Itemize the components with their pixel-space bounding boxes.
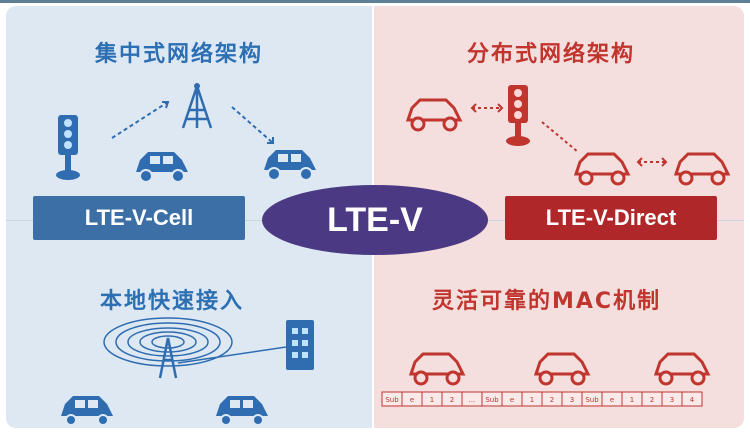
mac-frame-label: e [510,396,514,404]
bidirectional-arrow-icon [541,121,579,153]
car-icon [216,396,268,426]
mac-frame-label: Sub [385,396,399,404]
server-icon [286,320,314,370]
bidirectional-arrow-icon [470,103,504,113]
mac-frame-label: 2 [450,396,454,404]
title-mac-mechanism: 灵活可靠的MAC机制 [432,289,662,314]
antenna-icon [158,337,178,379]
mac-frame-label: 3 [570,396,574,404]
badge-lte-v-cell: LTE-V-Cell [33,196,245,240]
car-icon [573,152,631,186]
title-distributed: 分布式网络架构 [467,42,636,67]
traffic-light-icon [56,115,80,180]
badge-lte-v: LTE-V [262,185,488,255]
mac-frame-strip: Sub e 1 2... Sub e 1 2 3 Sub e 1 2 3 4 [381,391,703,407]
mac-frame-label: 2 [650,396,654,404]
mac-frame-label: 1 [530,396,534,404]
car-icon [136,152,188,183]
mac-frame-label: e [410,396,414,404]
mac-frame-label: e [610,396,614,404]
title-fast-access: 本地快速接入 [100,289,245,314]
car-icon [673,152,731,186]
car-icon [653,352,711,386]
traffic-light-icon [506,85,530,146]
signal-arrow-icon [111,101,170,139]
car-icon [533,352,591,386]
signal-arrow-icon [231,106,274,144]
mac-frame-label: Sub [485,396,499,404]
title-centralized: 集中式网络架构 [95,42,264,67]
car-icon [408,352,466,386]
mac-frame-label: 1 [430,396,434,404]
mac-frame-label: Sub [585,396,599,404]
car-icon [61,396,113,426]
car-icon [264,150,316,181]
mac-frame-label: ... [469,396,476,404]
bidirectional-arrow-icon [636,157,668,167]
mac-frame-label: 3 [670,396,674,404]
connection-line [177,346,287,364]
badge-lte-v-direct: LTE-V-Direct [505,196,717,240]
top-rule [0,0,750,3]
cell-tower-icon [181,83,213,129]
car-icon [405,98,463,132]
mac-frame-label: 2 [550,396,554,404]
mac-frame-cell [681,391,703,407]
mac-frame-label: 1 [630,396,634,404]
mac-frame-label: 4 [690,396,695,404]
